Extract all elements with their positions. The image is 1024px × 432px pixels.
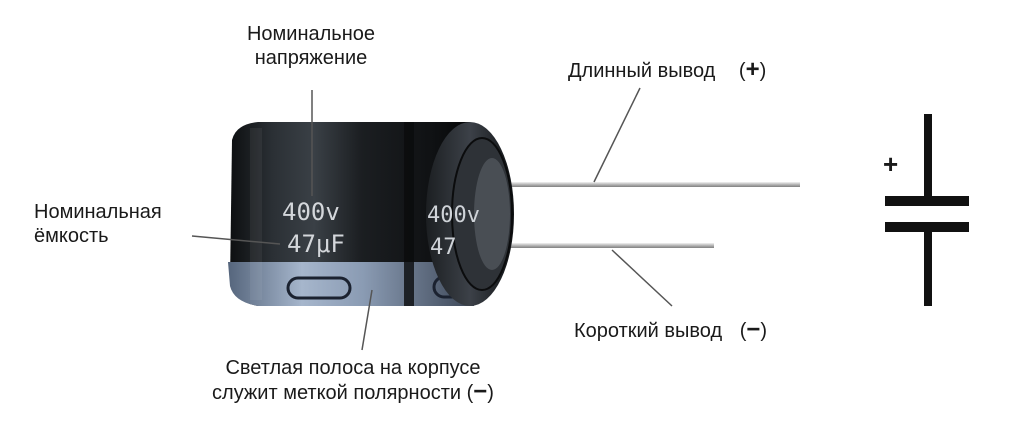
label-rated-capacitance-line2: ёмкость (34, 224, 162, 248)
minus-sign: − (746, 316, 760, 343)
label-polarity-stripe-line1: Светлая полоса на корпусе (178, 356, 528, 380)
capacitor-schematic-symbol (885, 114, 969, 306)
plus-sign: + (746, 56, 760, 83)
label-rated-voltage: Номинальное напряжение (218, 22, 404, 70)
label-polarity-stripe: Светлая полоса на корпусе служит меткой … (178, 356, 528, 405)
label-short-lead: Короткий вывод (−) (574, 318, 767, 343)
label-long-lead-text: Длинный вывод (568, 60, 715, 82)
leader-short-lead (612, 250, 672, 306)
leader-long-lead (594, 88, 640, 182)
label-rated-voltage-line1: Номинальное (218, 22, 404, 46)
capacitor-capacitance-print: 47μF (287, 232, 345, 256)
symbol-plus-sign: + (883, 152, 898, 176)
label-polarity-stripe-line2: служит меткой полярности (212, 382, 461, 404)
label-rated-capacitance-line1: Номинальная (34, 200, 162, 224)
capacitor-side-capacitance-print: 47 (430, 236, 457, 260)
label-short-lead-text: Короткий вывод (574, 320, 722, 342)
stripe-minus-sign: − (473, 378, 487, 405)
short-lead-wire (478, 243, 714, 248)
capacitor-side-voltage-print: 400v (427, 204, 480, 228)
label-long-lead: Длинный вывод (+) (568, 58, 766, 83)
capacitor-voltage-print: 400v (282, 200, 340, 224)
label-rated-capacitance: Номинальная ёмкость (34, 200, 162, 248)
long-lead-wire (488, 182, 800, 187)
label-rated-voltage-line2: напряжение (218, 46, 404, 70)
